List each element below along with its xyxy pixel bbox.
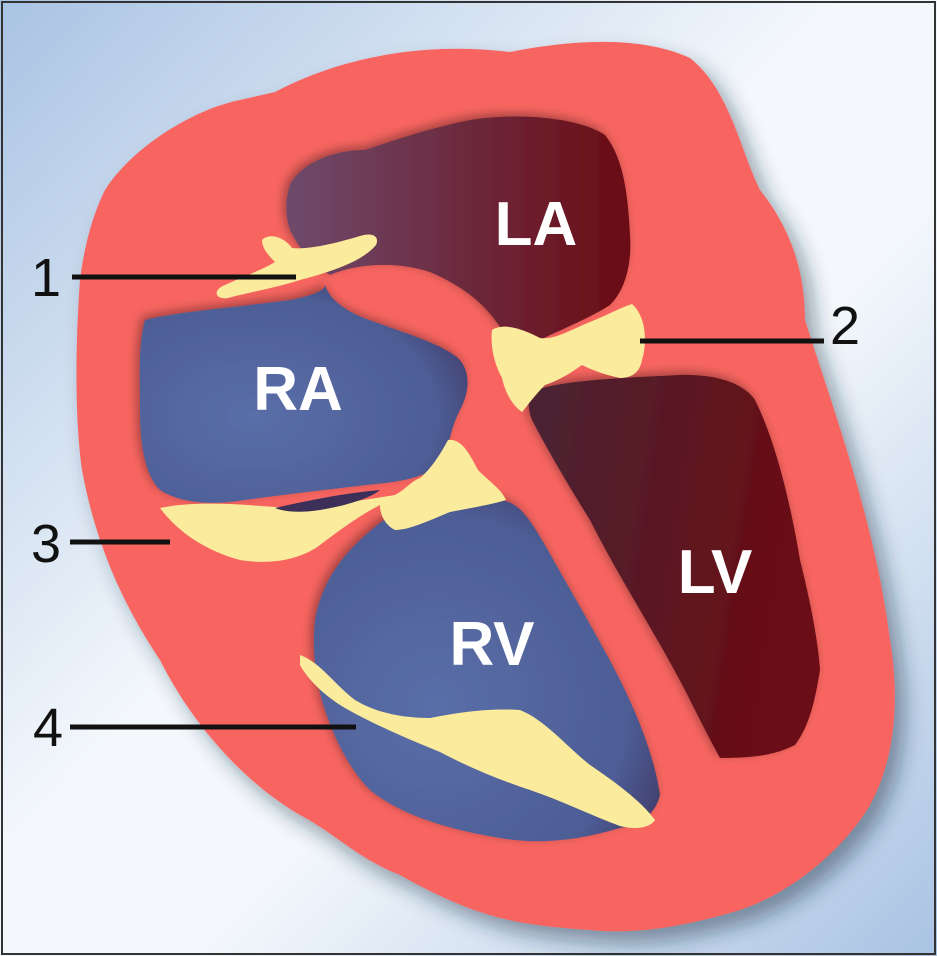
label-ra: RA [253,355,343,424]
callout-4: 4 [33,698,63,758]
callout-2: 2 [830,296,860,356]
callout-1: 1 [31,248,61,308]
label-lv: LV [678,538,753,607]
callout-3: 3 [31,514,61,574]
label-rv: RV [449,610,534,679]
label-la: LA [495,190,578,259]
